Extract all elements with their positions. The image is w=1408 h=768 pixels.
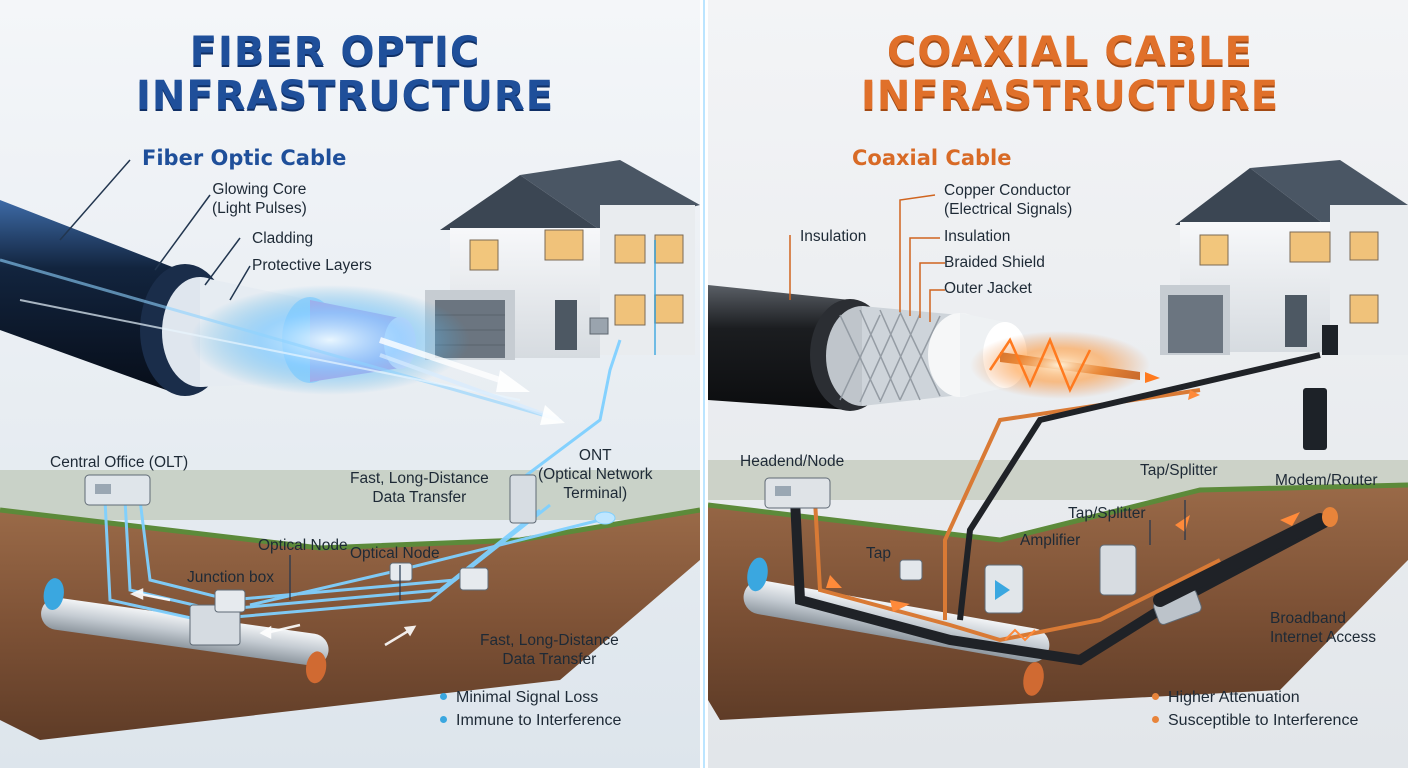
coax-title-line1: COAXIAL CABLE <box>887 29 1253 75</box>
fiber-label-optical-node-2: Optical Node <box>350 545 440 562</box>
modem-router-device <box>1303 388 1327 450</box>
coax-label-broadband-line2: Internet Access <box>1270 629 1376 646</box>
central-office-device <box>84 474 151 506</box>
coax-label-jacket: Outer Jacket <box>944 280 1032 297</box>
fiber-network <box>41 339 622 684</box>
fiber-title-line1: FIBER OPTIC <box>189 29 481 75</box>
coax-label-broadband-line1: Broadband <box>1270 610 1346 627</box>
coax-label-insulation-inner: Insulation <box>944 228 1011 245</box>
headend-device <box>764 477 831 509</box>
fiber-label-core: Glowing Core (Light Pulses) <box>212 180 307 218</box>
fiber-label-protective: Protective Layers <box>252 257 372 274</box>
coax-label-headend: Headend/Node <box>740 453 845 470</box>
fiber-label-transfer-bottom-line2: Data Transfer <box>502 651 597 668</box>
fiber-label-cladding: Cladding <box>252 230 314 247</box>
fiber-bullet-1-text: Minimal Signal Loss <box>456 689 599 706</box>
tap-device <box>899 559 923 581</box>
tap-splitter-device <box>1099 544 1137 596</box>
fiber-label-ont-line1: ONT <box>578 447 612 464</box>
coax-bullet-2-text: Susceptible to Interference <box>1168 712 1359 729</box>
optical-node-device-2 <box>389 562 413 582</box>
fiber-cable-heading: Fiber Optic Cable <box>142 146 347 170</box>
fiber-house <box>425 160 700 360</box>
fiber-conduit-pipe <box>41 597 329 666</box>
fiber-label-ont-line3: Terminal) <box>563 485 628 502</box>
fiber-soil-cutaway <box>0 510 700 740</box>
fiber-label-transfer-bottom-line1: Fast, Long-Distance <box>480 632 619 649</box>
fiber-title-line2: INFRASTRUCTURE <box>135 73 555 119</box>
coax-bullet-2: Susceptible to Interference <box>1152 712 1358 730</box>
optical-node-device-3 <box>459 567 489 591</box>
coax-label-tap: Tap <box>866 545 891 562</box>
fiber-label-transfer-bottom: Fast, Long-Distance Data Transfer <box>480 631 619 669</box>
coax-label-braided: Braided Shield <box>944 254 1045 271</box>
coax-label-broadband: Broadband Internet Access <box>1270 609 1376 647</box>
coax-leader-lines <box>789 194 945 322</box>
fiber-bullet-2: Immune to Interference <box>440 712 621 730</box>
fiber-label-junction: Junction box <box>187 569 275 586</box>
coax-cable-heading: Coaxial Cable <box>852 146 1012 170</box>
coax-label-tap-splitter-2: Tap/Splitter <box>1068 505 1146 522</box>
coax-label-copper-line1: Copper Conductor <box>944 182 1071 199</box>
coax-cable-cutaway <box>708 285 1160 411</box>
coax-bullet-dot <box>1152 716 1159 724</box>
fiber-label-ont-line2: (Optical Network <box>538 466 653 483</box>
fiber-bullet-1: Minimal Signal Loss <box>440 689 598 707</box>
coax-bullet-1: Higher Attenuation <box>1152 689 1300 707</box>
coax-label-amplifier: Amplifier <box>1020 532 1081 549</box>
fiber-leader-lines <box>59 159 251 301</box>
fiber-label-transfer-top-line1: Fast, Long-Distance <box>350 470 489 487</box>
coax-network <box>743 352 1338 696</box>
coax-bullet-dot <box>1152 693 1159 701</box>
fiber-label-transfer-top-line2: Data Transfer <box>372 489 467 506</box>
fiber-label-ont: ONT (Optical Network Terminal) <box>538 446 653 503</box>
fiber-bullet-dot <box>440 716 447 724</box>
coax-label-modem: Modem/Router <box>1275 472 1378 489</box>
coax-drop-cable <box>1153 513 1327 607</box>
fiber-bullet-2-text: Immune to Interference <box>456 712 622 729</box>
ont-device <box>509 474 537 524</box>
fiber-soil-top <box>0 507 701 551</box>
fiber-label-central-office: Central Office (OLT) <box>50 454 189 471</box>
coax-house <box>1160 160 1408 355</box>
fiber-bullet-dot <box>440 693 447 701</box>
fiber-label-core-line1: Glowing Core <box>212 181 307 198</box>
coax-title-line2: INFRASTRUCTURE <box>860 73 1280 119</box>
coax-label-copper-line2: (Electrical Signals) <box>944 201 1073 218</box>
fiber-label-core-line2: (Light Pulses) <box>212 200 307 217</box>
coax-bullet-1-text: Higher Attenuation <box>1168 689 1300 706</box>
fiber-label-optical-node-1: Optical Node <box>258 537 348 554</box>
coax-label-copper: Copper Conductor (Electrical Signals) <box>944 181 1072 219</box>
coax-label-insulation-outer: Insulation <box>800 228 867 245</box>
fiber-label-transfer-top: Fast, Long-Distance Data Transfer <box>350 469 489 507</box>
fiber-cable-cutaway <box>0 200 565 425</box>
coax-label-tap-splitter-1: Tap/Splitter <box>1140 462 1218 479</box>
optical-node-device-1 <box>214 589 246 613</box>
coax-soil-top <box>707 482 1408 543</box>
coax-soil-cutaway <box>708 485 1408 720</box>
